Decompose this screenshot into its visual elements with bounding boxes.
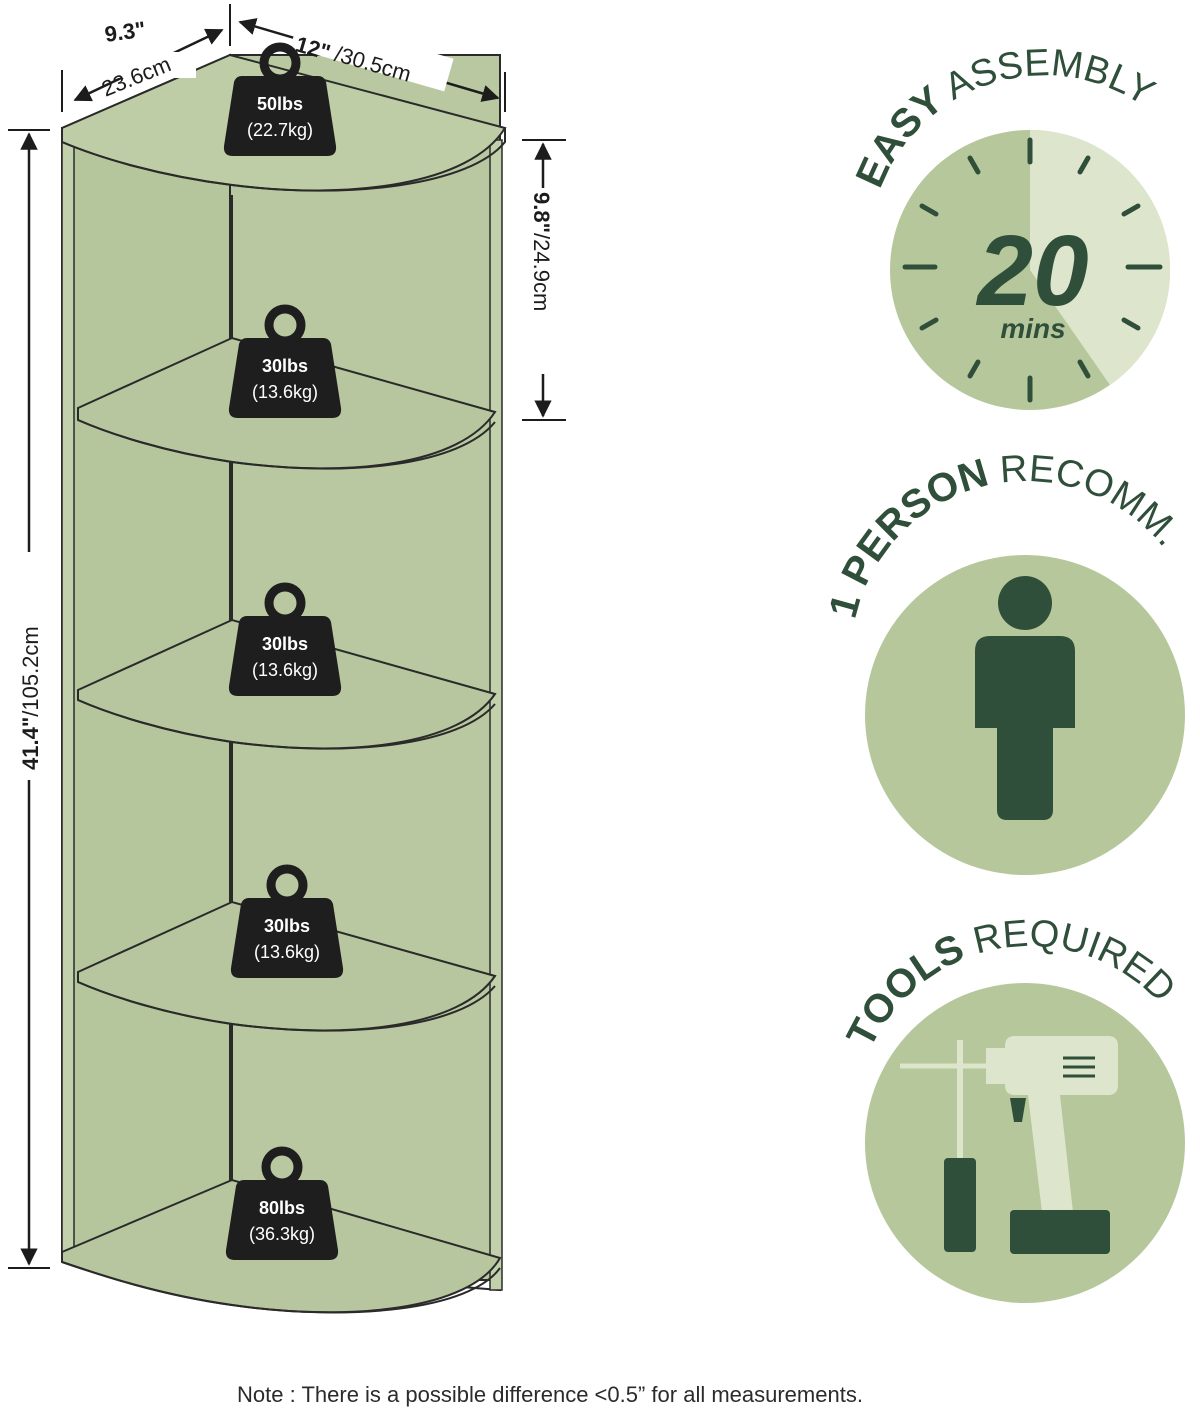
weight-tag-body (230, 898, 344, 978)
weight-lbs-label: 30lbs (264, 916, 310, 936)
assembly-minutes-unit: mins (1000, 313, 1065, 344)
shelf-frame-left-edge (61, 139, 75, 1256)
person-icon (975, 576, 1075, 820)
person-title-light: RECOMM. (985, 448, 1189, 554)
svg-text:9.8"/24.9cm: 9.8"/24.9cm (529, 192, 554, 311)
weight-tag: 30lbs (13.6kg) (228, 304, 342, 418)
person-badge: 1 PERSON RECOMM. (821, 448, 1189, 875)
weight-tag: 30lbs (13.6kg) (230, 864, 344, 978)
weight-tag-body (223, 76, 337, 156)
height-inches-label: 41.4" (18, 717, 43, 770)
weight-kg-label: (13.6kg) (252, 382, 318, 402)
gap-cm-label: /24.9cm (529, 233, 554, 311)
weight-lbs-label: 30lbs (262, 634, 308, 654)
tools-badge: TOOLS REQUIRED (839, 913, 1185, 1303)
weight-lbs-label: 30lbs (262, 356, 308, 376)
weight-tag-body (228, 616, 342, 696)
assembly-minutes-value: 20 (975, 215, 1088, 327)
assembly-title-light: ASSEMBLY (928, 42, 1161, 114)
weight-kg-label: (13.6kg) (254, 942, 320, 962)
gap-inches-label: 9.8" (529, 192, 554, 233)
svg-text:41.4"/105.2cm: 41.4"/105.2cm (18, 626, 43, 770)
dimension-height: 41.4"/105.2cm (8, 129, 50, 1269)
drill-icon (900, 1036, 1118, 1254)
dimension-shelf-gap: 9.8"/24.9cm (522, 139, 566, 421)
weight-tag: 80lbs (36.3kg) (225, 1146, 339, 1260)
weight-tag-body (228, 338, 342, 418)
weight-kg-label: (13.6kg) (252, 660, 318, 680)
shelf-frame-right-edge (489, 139, 503, 1291)
height-cm-label: /105.2cm (18, 626, 43, 717)
dimension-depth: 9.3" 23.6cm (61, 4, 231, 112)
clock-icon (902, 137, 1163, 403)
weight-tag: 30lbs (13.6kg) (228, 582, 342, 696)
weight-tag: 50lbs (22.7kg) (223, 42, 337, 156)
weight-lbs-label: 50lbs (257, 94, 303, 114)
weight-tags: 50lbs(22.7kg)30lbs(13.6kg)30lbs(13.6kg)3… (223, 42, 344, 1260)
weight-kg-label: (22.7kg) (247, 120, 313, 140)
screwdriver-icon (944, 1040, 976, 1252)
measurement-note: Note : There is a possible difference <0… (237, 1382, 863, 1407)
assembly-badge: 20 mins EASY ASSEMBLY (848, 42, 1171, 410)
weight-lbs-label: 80lbs (259, 1198, 305, 1218)
depth-inches-label: 9.3" (103, 17, 147, 47)
weight-kg-label: (36.3kg) (249, 1224, 315, 1244)
weight-tag-body (225, 1180, 339, 1260)
